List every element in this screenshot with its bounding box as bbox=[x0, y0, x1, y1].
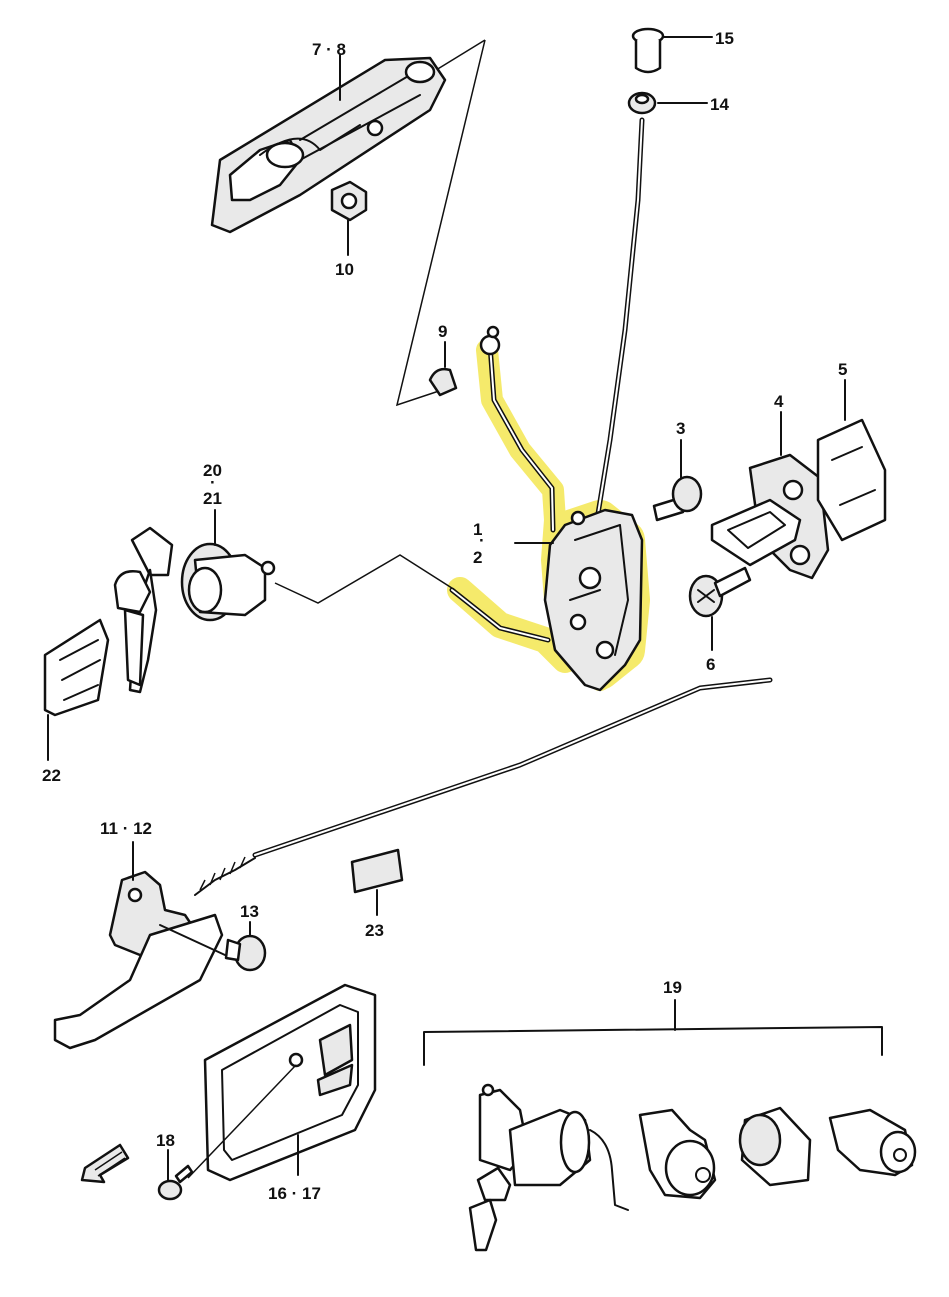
part-1-2-door-lock bbox=[449, 325, 644, 692]
part-22-retainer-clip bbox=[43, 618, 110, 761]
callout-13: 13 bbox=[240, 902, 259, 921]
callout-19: 19 bbox=[663, 978, 682, 997]
callout-10: 10 bbox=[335, 260, 354, 279]
svg-text:·: · bbox=[479, 531, 485, 550]
part-14-grommet bbox=[627, 91, 708, 115]
cylinder-linkage-line bbox=[274, 554, 456, 604]
callout-23: 23 bbox=[365, 921, 384, 940]
part-13-screw bbox=[224, 921, 267, 972]
svg-text:·: · bbox=[210, 473, 216, 492]
part-23-pad bbox=[350, 848, 404, 916]
callout-labels: 15 14 7 · 8 10 9 5 4 3 1 · 2 20 · 21 6 2… bbox=[42, 29, 847, 1203]
callout-16-17: 16 · 17 bbox=[268, 1184, 321, 1203]
callout-11-12: 11 · 12 bbox=[100, 819, 152, 838]
part-10-nut bbox=[330, 180, 368, 256]
part-6-screw bbox=[688, 566, 752, 651]
part-4-striker bbox=[710, 411, 830, 580]
front-arrow-icon bbox=[80, 1143, 130, 1184]
part-20-21-key-cylinder bbox=[113, 509, 276, 694]
part-16-17-handle-bezel bbox=[187, 983, 377, 1182]
callout-21: 21 bbox=[203, 489, 222, 508]
callout-4: 4 bbox=[774, 392, 784, 411]
callout-20: 20 bbox=[203, 461, 222, 480]
callout-7-8: 7 · 8 bbox=[312, 40, 346, 59]
part-18-screw bbox=[157, 1149, 194, 1201]
callout-5: 5 bbox=[838, 360, 847, 379]
callout-6: 6 bbox=[706, 655, 715, 674]
callout-3: 3 bbox=[676, 419, 685, 438]
part-15-pin bbox=[631, 27, 713, 74]
callout-18: 18 bbox=[156, 1131, 175, 1150]
callout-9: 9 bbox=[438, 322, 447, 341]
callout-2: 2 bbox=[473, 548, 482, 567]
lock-control-rod bbox=[594, 117, 645, 523]
part-11-12-inside-handle bbox=[53, 841, 226, 1050]
callout-14: 14 bbox=[710, 95, 729, 114]
part-3-screw bbox=[652, 439, 703, 522]
part-5-shim-plate bbox=[816, 379, 887, 542]
callout-1: 1 bbox=[473, 520, 482, 539]
part-19-cylinder-set bbox=[423, 999, 917, 1252]
callout-15: 15 bbox=[715, 29, 734, 48]
part-7-8-outside-handle bbox=[210, 54, 447, 234]
callout-22: 22 bbox=[42, 766, 61, 785]
remote-control-rod bbox=[194, 677, 773, 896]
part-9-clip bbox=[428, 341, 458, 397]
